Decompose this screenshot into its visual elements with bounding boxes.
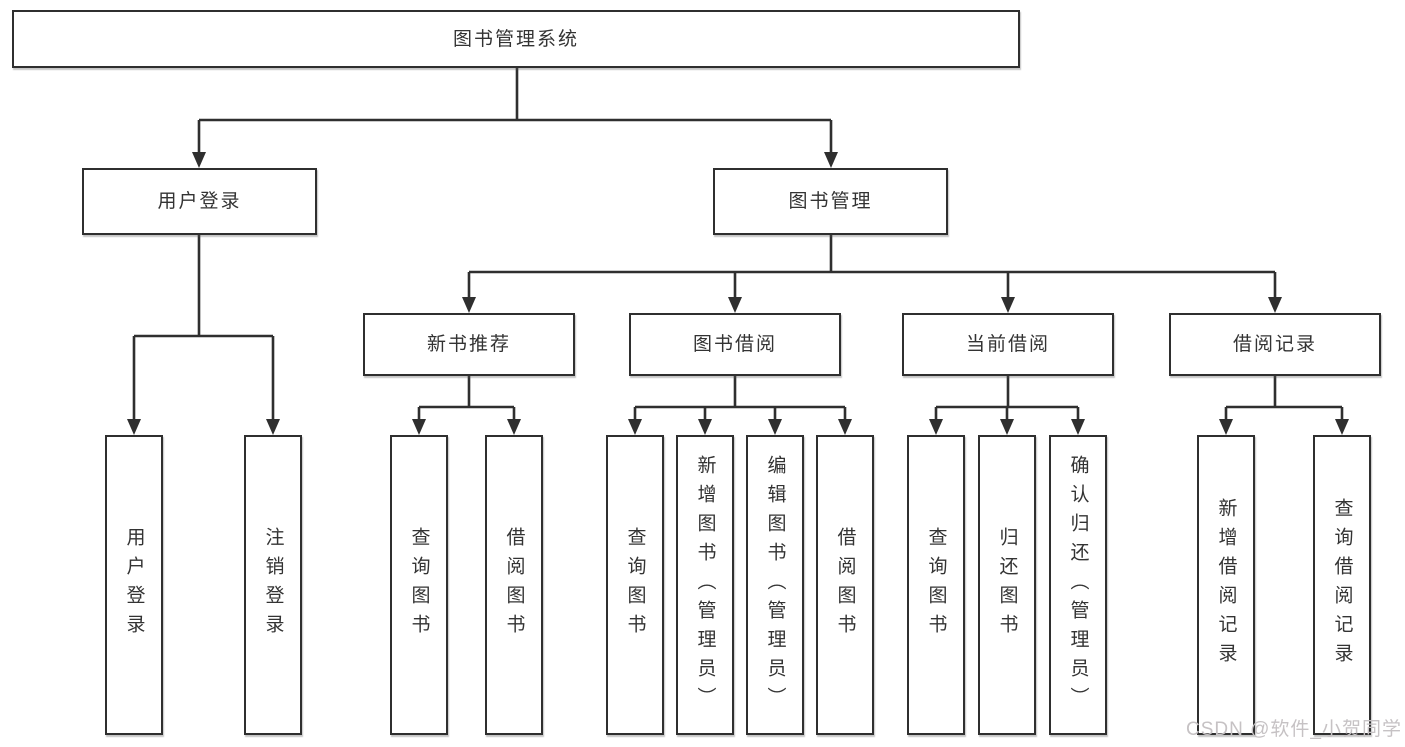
leaf-user-login: 用户登录 xyxy=(105,435,163,735)
leaf-borrow-query-books: 查询图书 xyxy=(606,435,664,735)
leaf-current-query-books: 查询图书 xyxy=(907,435,965,735)
leaf-borrow-borrow-books: 借阅图书 xyxy=(816,435,874,735)
leaf-records-query-record: 查询借阅记录 xyxy=(1313,435,1371,735)
leaf-current-return-books: 归还图书 xyxy=(978,435,1036,735)
leaf-logout: 注销登录 xyxy=(244,435,302,735)
node-user-login-branch: 用户登录 xyxy=(82,168,317,235)
watermark: CSDN @软件_小贺同学 xyxy=(1186,719,1402,740)
node-new-book-recommend: 新书推荐 xyxy=(363,313,575,376)
leaf-records-add-record: 新增借阅记录 xyxy=(1197,435,1255,735)
node-root: 图书管理系统 xyxy=(12,10,1020,68)
leaf-newbook-borrow-books: 借阅图书 xyxy=(485,435,543,735)
node-borrow-records: 借阅记录 xyxy=(1169,313,1381,376)
leaf-borrow-add-books-admin: 新增图书（管理员） xyxy=(676,435,734,735)
leaf-borrow-edit-books-admin: 编辑图书（管理员） xyxy=(746,435,804,735)
leaf-newbook-query-books: 查询图书 xyxy=(390,435,448,735)
node-current-borrow: 当前借阅 xyxy=(902,313,1114,376)
node-book-borrow: 图书借阅 xyxy=(629,313,841,376)
leaf-current-confirm-return-admin: 确认归还（管理员） xyxy=(1049,435,1107,735)
node-book-mgmt-branch: 图书管理 xyxy=(713,168,948,235)
